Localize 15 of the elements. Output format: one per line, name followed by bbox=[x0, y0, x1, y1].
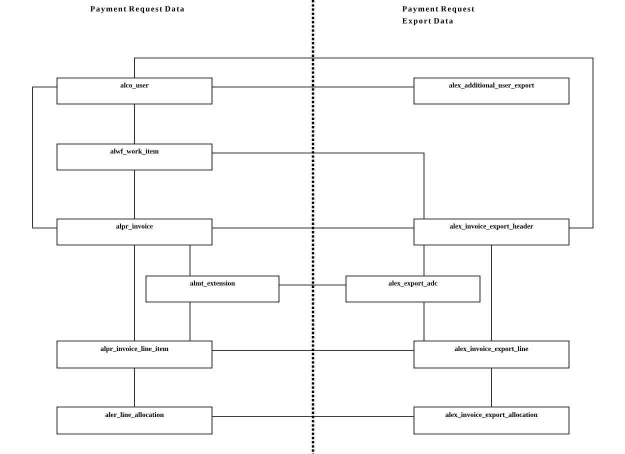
connector-line bbox=[134, 170, 135, 219]
column-heading: Payment Request Export Data bbox=[402, 6, 474, 26]
connector-line bbox=[212, 86, 414, 88]
connector-line bbox=[491, 368, 492, 407]
connector-line bbox=[134, 244, 135, 341]
connector-line bbox=[279, 284, 346, 286]
connector-line bbox=[212, 416, 414, 417]
column-heading: Payment Request Data bbox=[90, 6, 184, 14]
connector-line bbox=[491, 244, 492, 341]
connector-line bbox=[212, 152, 424, 219]
connector-line bbox=[134, 58, 594, 228]
connector-line bbox=[134, 104, 135, 144]
connector-line bbox=[212, 350, 414, 351]
connector-line bbox=[134, 368, 135, 407]
connector-line bbox=[32, 86, 57, 228]
